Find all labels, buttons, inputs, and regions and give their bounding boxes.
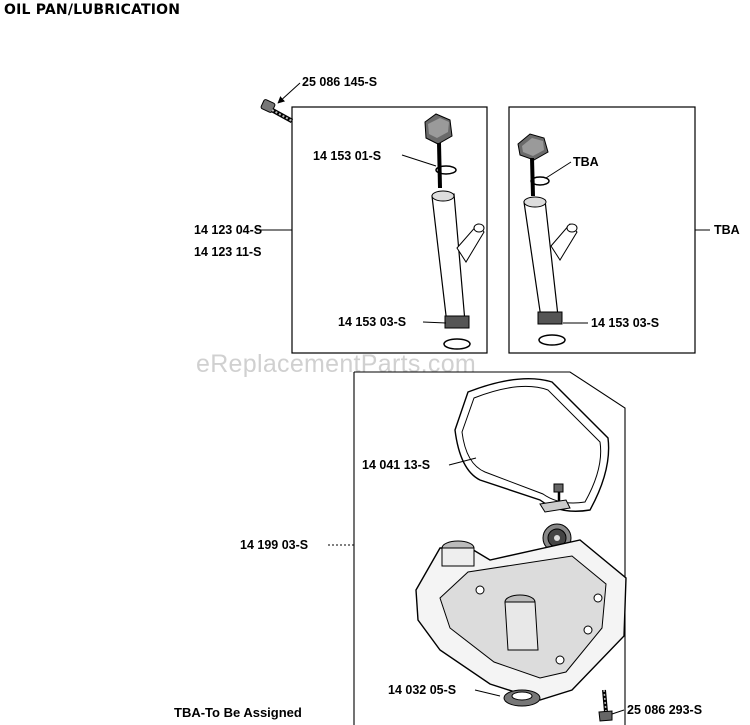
label-tube-assy-b: 14 123 11-S	[194, 245, 261, 259]
oil-pan-part	[415, 539, 627, 701]
label-bolt-top: 25 086 145-S	[302, 75, 377, 89]
bolt-top-part	[260, 99, 294, 123]
label-tube-oring-right: 14 153 03-S	[591, 316, 659, 330]
label-tube-oring-left: 14 153 03-S	[338, 315, 406, 329]
seal-part	[503, 689, 541, 707]
leader-lines	[256, 82, 710, 715]
page-title: OIL PAN/LUBRICATION	[4, 2, 181, 18]
left-dipstick-assembly	[424, 113, 485, 350]
gasket-part	[454, 378, 610, 512]
label-dipstick-oring: 14 153 01-S	[313, 149, 381, 163]
label-gasket: 14 041 13-S	[362, 458, 430, 472]
legend-note: TBA-To Be Assigned	[174, 705, 302, 720]
oil-pan-box-top-edge	[354, 371, 626, 725]
label-oil-pan-assy: 14 199 03-S	[240, 538, 308, 552]
bolt-bottom-part	[598, 689, 613, 722]
right-dipstick-assembly	[517, 133, 578, 346]
label-bolt-bottom: 25 086 293-S	[627, 703, 702, 717]
label-right-oring-tba: TBA	[573, 155, 599, 169]
watermark: eReplacementParts.com	[196, 350, 477, 378]
oil-pump-part	[539, 483, 572, 553]
label-right-assy-tba: TBA	[714, 223, 740, 237]
label-tube-assy-a: 14 123 04-S	[194, 223, 262, 237]
label-seal: 14 032 05-S	[388, 683, 456, 697]
